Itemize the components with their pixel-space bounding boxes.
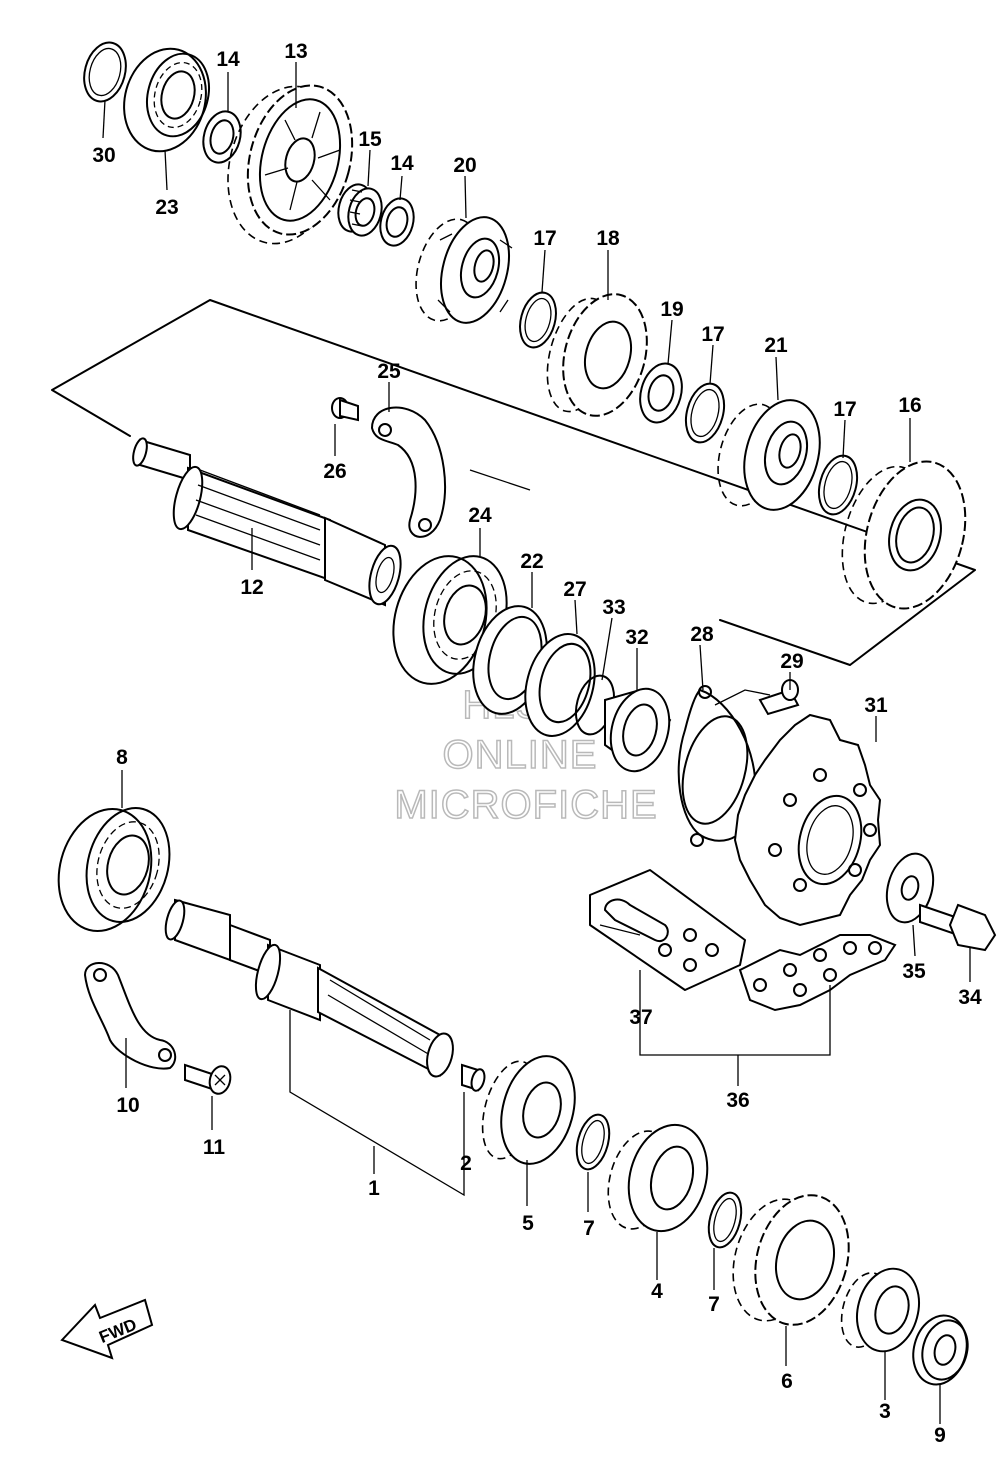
gear-part-13 bbox=[227, 84, 354, 245]
callout-5: 5 bbox=[522, 1212, 534, 1235]
callout-29: 29 bbox=[780, 650, 803, 673]
callout-10: 10 bbox=[116, 1094, 139, 1117]
gear-part-16 bbox=[841, 460, 967, 610]
circlip-part-17b bbox=[684, 382, 726, 444]
callout-3: 3 bbox=[879, 1400, 891, 1423]
bolt-part-29 bbox=[758, 679, 800, 716]
part-callouts: 30 23 14 13 15 14 20 17 18 19 17 21 17 1… bbox=[92, 40, 982, 1447]
callout-4: 4 bbox=[651, 1280, 663, 1303]
callout-19: 19 bbox=[660, 298, 683, 321]
callout-14b: 14 bbox=[390, 152, 414, 175]
bearing-retainer-part-10 bbox=[83, 962, 177, 1070]
gear-part-4 bbox=[607, 1123, 709, 1233]
callout-17c: 17 bbox=[833, 398, 856, 421]
callout-8: 8 bbox=[116, 746, 128, 769]
washer-part-14b bbox=[379, 197, 415, 247]
gear-part-18 bbox=[546, 293, 648, 417]
bolt-part-34 bbox=[919, 903, 997, 952]
callout-2: 2 bbox=[460, 1152, 472, 1175]
callout-34: 34 bbox=[958, 986, 982, 1009]
callout-35: 35 bbox=[902, 960, 926, 983]
drive-chain bbox=[738, 934, 897, 1012]
callout-22: 22 bbox=[520, 550, 543, 573]
callout-32: 32 bbox=[625, 626, 648, 649]
callout-16: 16 bbox=[898, 394, 921, 417]
callout-26: 26 bbox=[323, 460, 346, 483]
bearing-part-8 bbox=[57, 807, 171, 933]
washer-part-14a bbox=[202, 110, 242, 164]
circlip-part-17c bbox=[817, 454, 859, 516]
oil-seal-part-27 bbox=[524, 633, 596, 737]
driveshaft-part-1 bbox=[164, 898, 454, 1078]
plate-part-28 bbox=[677, 685, 771, 847]
screw-part-11 bbox=[184, 1063, 232, 1095]
callout-15: 15 bbox=[358, 128, 382, 151]
forward-direction-badge: FWD bbox=[60, 1298, 154, 1360]
bushing-part-2 bbox=[461, 1063, 486, 1092]
circlip-part-7b bbox=[707, 1191, 743, 1249]
lock-washer-part-19 bbox=[639, 362, 683, 424]
callout-25: 25 bbox=[377, 360, 401, 383]
needle-bearing-part-15 bbox=[337, 183, 383, 237]
sprocket-part-31 bbox=[733, 713, 882, 927]
circlip-part-30 bbox=[83, 41, 127, 103]
callout-33: 33 bbox=[602, 596, 625, 619]
callout-9: 9 bbox=[934, 1424, 946, 1447]
circlip-part-17a bbox=[519, 291, 557, 349]
callout-17b: 17 bbox=[701, 323, 724, 346]
callout-36: 36 bbox=[726, 1089, 749, 1112]
callout-11: 11 bbox=[203, 1136, 226, 1159]
countershaft-assembly-frame bbox=[51, 299, 976, 666]
gear-part-3 bbox=[840, 1267, 920, 1353]
callout-18: 18 bbox=[596, 227, 620, 250]
gear-part-5 bbox=[481, 1055, 576, 1165]
callout-7a: 7 bbox=[583, 1217, 595, 1240]
bearing-part-23 bbox=[123, 47, 210, 153]
callout-6: 6 bbox=[781, 1370, 793, 1393]
master-link-part-37 bbox=[589, 869, 746, 991]
callout-24: 24 bbox=[468, 504, 492, 527]
gear-part-6 bbox=[732, 1194, 850, 1326]
callout-17a: 17 bbox=[533, 227, 556, 250]
bearing-part-9 bbox=[912, 1314, 969, 1386]
callout-14a: 14 bbox=[216, 48, 240, 71]
callout-37: 37 bbox=[629, 1006, 652, 1029]
callout-20: 20 bbox=[453, 154, 476, 177]
gear-part-21 bbox=[717, 399, 821, 511]
callout-1: 1 bbox=[368, 1177, 380, 1200]
screw-part-26 bbox=[331, 397, 359, 422]
spacer-part-32 bbox=[604, 687, 672, 773]
callout-13: 13 bbox=[284, 40, 307, 63]
callout-12: 12 bbox=[240, 576, 263, 599]
watermark-line3: MICROFICHE bbox=[394, 783, 657, 827]
leader-lines bbox=[102, 62, 971, 1424]
gear-part-20 bbox=[415, 216, 513, 324]
callout-31: 31 bbox=[864, 694, 888, 717]
callout-23: 23 bbox=[155, 196, 178, 219]
bearing-retainer-part-25 bbox=[370, 406, 446, 538]
countershaft-part-12 bbox=[132, 437, 402, 607]
callout-27: 27 bbox=[563, 578, 586, 601]
callout-21: 21 bbox=[764, 334, 788, 357]
circlip-part-7a bbox=[575, 1113, 611, 1171]
callout-28: 28 bbox=[690, 623, 714, 646]
watermark-line2: ONLINE bbox=[443, 733, 598, 777]
callout-30: 30 bbox=[92, 144, 115, 167]
callout-7b: 7 bbox=[708, 1293, 720, 1316]
